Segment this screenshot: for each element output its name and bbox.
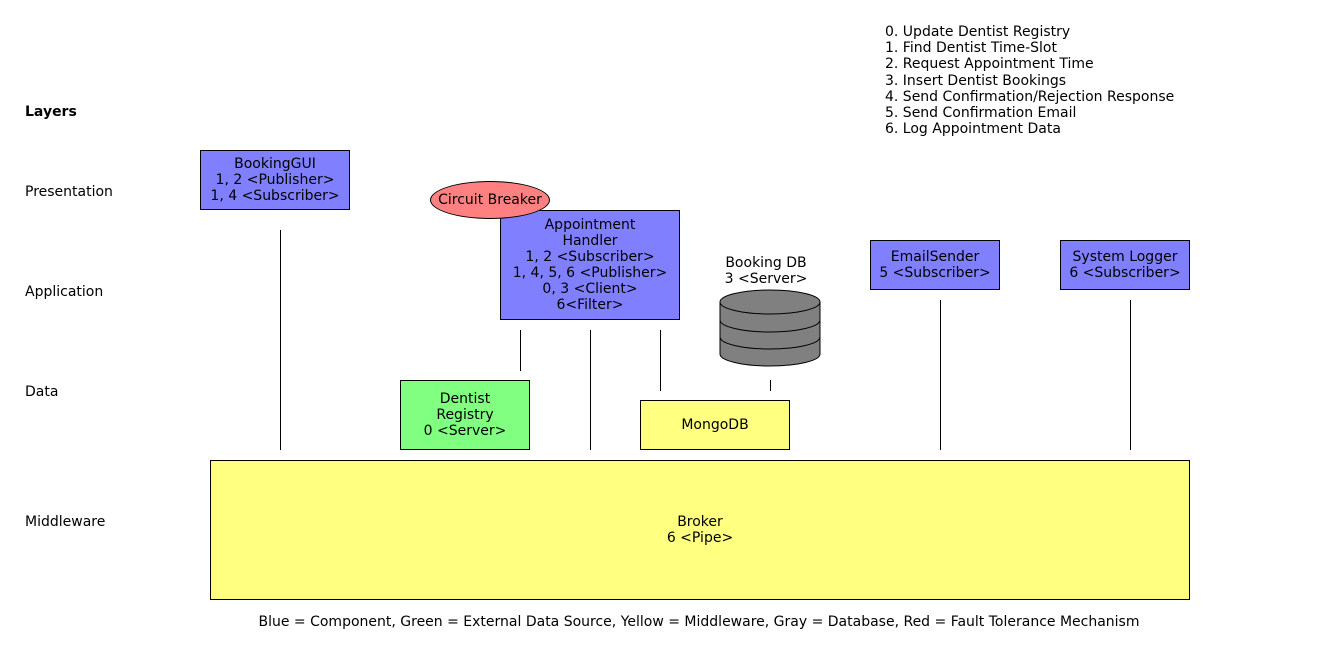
broker-middleware: Broker 6 <Pipe> (210, 460, 1190, 600)
color-legend: Blue = Component, Green = External Data … (258, 614, 1140, 630)
component-role: 6 <Subscriber> (1069, 265, 1181, 281)
connector-handler-registry (520, 330, 521, 371)
component-name: Handler (562, 233, 618, 249)
database-name: Booking DB (725, 255, 807, 271)
middleware-role: 6 <Pipe> (666, 530, 734, 546)
component-role: 6<Filter> (556, 297, 624, 313)
component-role: 1, 4 <Subscriber> (210, 188, 340, 204)
step-item: 1. Find Dentist Time-Slot (885, 40, 1057, 57)
appointment-handler-component: Appointment Handler 1, 2 <Subscriber> 1,… (500, 210, 680, 320)
step-item: 3. Insert Dentist Bookings (885, 72, 1067, 89)
connector-bookinggui-broker (280, 230, 281, 450)
database-role: 3 <Server> (724, 271, 808, 287)
dentist-registry-source: Dentist Registry 0 <Server> (400, 380, 530, 450)
connector-handler-broker (590, 330, 591, 450)
middleware-name: Broker (677, 514, 723, 530)
component-name: Appointment (544, 217, 636, 233)
middleware-name: MongoDB (681, 417, 749, 433)
connector-bookingdb-mongodb (770, 380, 771, 391)
layers-title: Layers (25, 104, 77, 120)
layer-label-data: Data (25, 384, 59, 400)
layer-label-middleware: Middleware (25, 514, 106, 530)
booking-db-label: Booking DB 3 <Server> (700, 255, 832, 287)
step-item: 4. Send Confirmation/Rejection Response (885, 88, 1175, 105)
component-name: EmailSender (890, 249, 980, 265)
layer-label-presentation: Presentation (25, 184, 113, 200)
component-role: 0, 3 <Client> (542, 281, 638, 297)
system-logger-component: System Logger 6 <Subscriber> (1060, 240, 1190, 290)
connector-systemlogger-broker (1130, 300, 1131, 450)
email-sender-component: EmailSender 5 <Subscriber> (870, 240, 1000, 290)
component-role: 5 <Subscriber> (879, 265, 991, 281)
circuit-breaker-mechanism: Circuit Breaker (430, 181, 550, 219)
steps-list: 0. Update Dentist Registry 1. Find Denti… (885, 24, 1174, 137)
layer-label-application: Application (25, 284, 104, 300)
component-name: BookingGUI (234, 156, 316, 172)
step-item: 6. Log Appointment Data (885, 121, 1061, 138)
component-role: 1, 2 <Publisher> (215, 172, 335, 188)
component-name: System Logger (1072, 249, 1178, 265)
connector-handler-mongodb (660, 330, 661, 391)
booking-gui-component: BookingGUI 1, 2 <Publisher> 1, 4 <Subscr… (200, 150, 350, 210)
component-role: 1, 2 <Subscriber> (525, 249, 655, 265)
source-role: 0 <Server> (423, 423, 507, 439)
source-name: Registry (436, 407, 494, 423)
component-role: 1, 4, 5, 6 <Publisher> (512, 265, 668, 281)
step-item: 0. Update Dentist Registry (885, 24, 1071, 40)
source-name: Dentist (439, 391, 491, 407)
step-item: 2. Request Appointment Time (885, 56, 1094, 73)
connector-emailsender-broker (940, 300, 941, 450)
database-cylinder-icon (719, 289, 821, 367)
mongodb-middleware: MongoDB (640, 400, 790, 450)
step-item: 5. Send Confirmation Email (885, 105, 1077, 122)
